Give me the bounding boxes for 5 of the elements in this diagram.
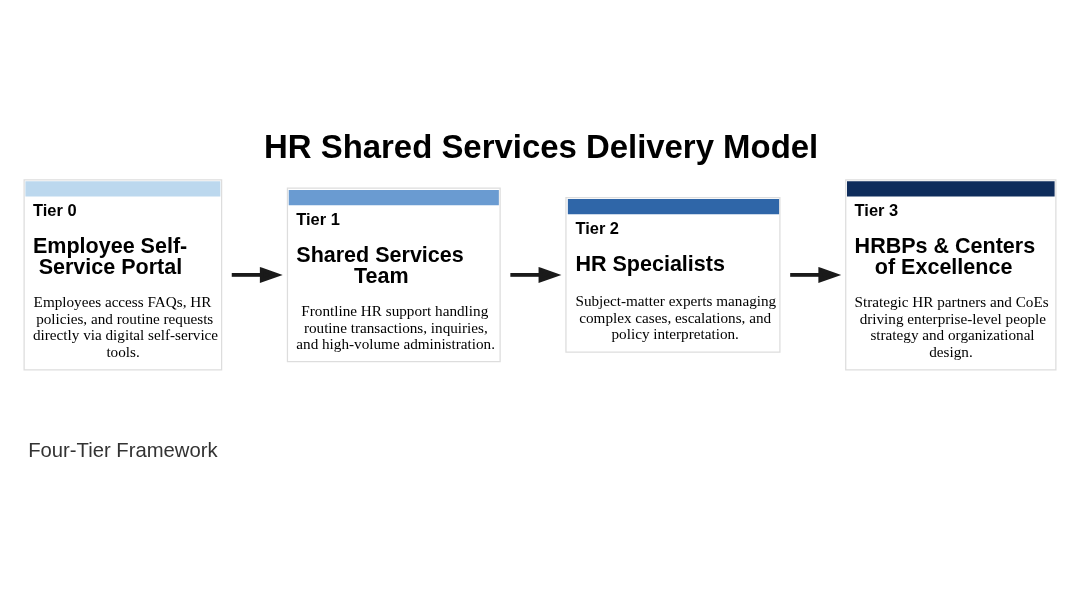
arrow <box>510 266 562 283</box>
diagram-title: HR Shared Services Delivery Model <box>264 128 819 166</box>
arrow <box>231 266 283 283</box>
label: Four-Tier Framework <box>28 438 218 461</box>
arrow <box>790 266 842 283</box>
